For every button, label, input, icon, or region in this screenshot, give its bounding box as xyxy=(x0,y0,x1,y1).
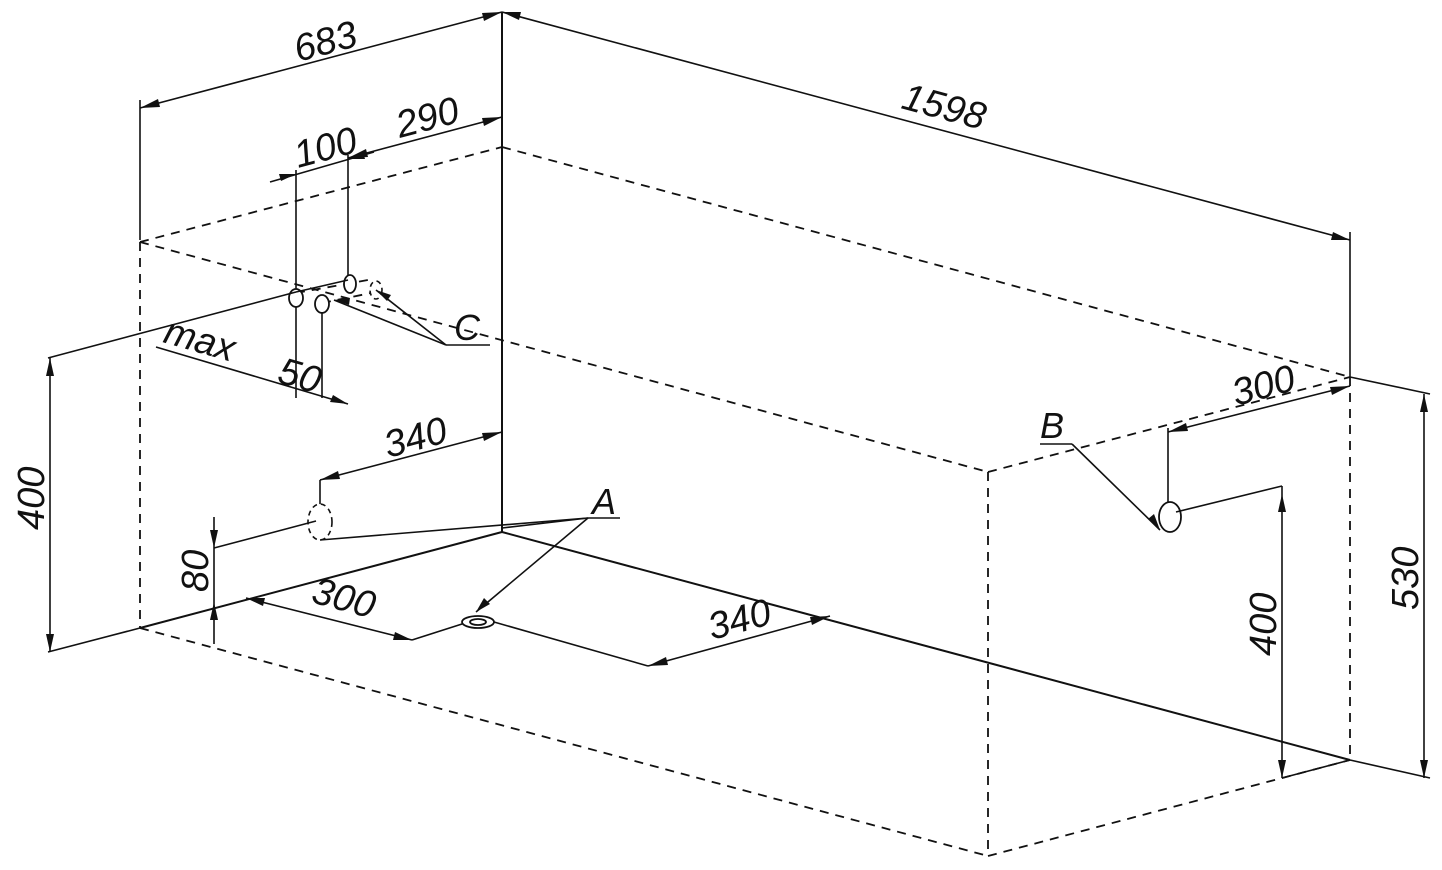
dim-290-label: 290 xyxy=(390,90,463,147)
floor-drain-inner-icon xyxy=(469,618,487,626)
dimension-max-50: max 50 xyxy=(155,310,349,405)
label-a: A xyxy=(590,481,616,522)
outlet-b-pipe-icon xyxy=(1158,501,1182,533)
dim-400-right-label: 400 xyxy=(1243,593,1285,656)
dimension-400-right: 400 xyxy=(1175,485,1351,779)
dim-340-floor-label: 340 xyxy=(703,592,775,649)
dim-max-label: max xyxy=(160,310,243,371)
dimension-290: 290 xyxy=(347,90,503,159)
outlet-b: 300 B xyxy=(1040,358,1351,533)
dim-683-label: 683 xyxy=(289,14,361,71)
bathtub-outline-solid xyxy=(139,12,1351,761)
dim-300-floor-label: 300 xyxy=(308,570,380,627)
dim-400-left-label: 400 xyxy=(11,467,53,530)
overflow-pipe-rear-icon xyxy=(343,274,357,294)
side-drain-pipe-icon xyxy=(307,503,333,541)
dim-80-label: 80 xyxy=(175,550,217,592)
label-c: C xyxy=(454,307,481,348)
side-drain: 80 xyxy=(175,503,333,644)
label-c-group: C xyxy=(333,289,490,348)
overflow-pipe-lower-icon xyxy=(314,294,330,314)
dimension-400-left: 400 xyxy=(11,291,297,653)
overflow-assembly xyxy=(288,274,383,398)
label-a-group: A xyxy=(319,481,620,613)
dimension-530: 530 xyxy=(1349,376,1431,779)
dim-530-label: 530 xyxy=(1385,547,1427,610)
floor-drain: 300 340 xyxy=(245,570,831,667)
dim-300-b-label: 300 xyxy=(1227,358,1299,415)
label-b: B xyxy=(1040,405,1064,446)
dimension-1598: 1598 xyxy=(501,11,1351,377)
dim-340-side-label: 340 xyxy=(379,410,451,467)
dimension-340-side: 340 xyxy=(319,410,503,505)
dim-100-label: 100 xyxy=(289,120,361,177)
dim-1598-label: 1598 xyxy=(898,76,991,138)
